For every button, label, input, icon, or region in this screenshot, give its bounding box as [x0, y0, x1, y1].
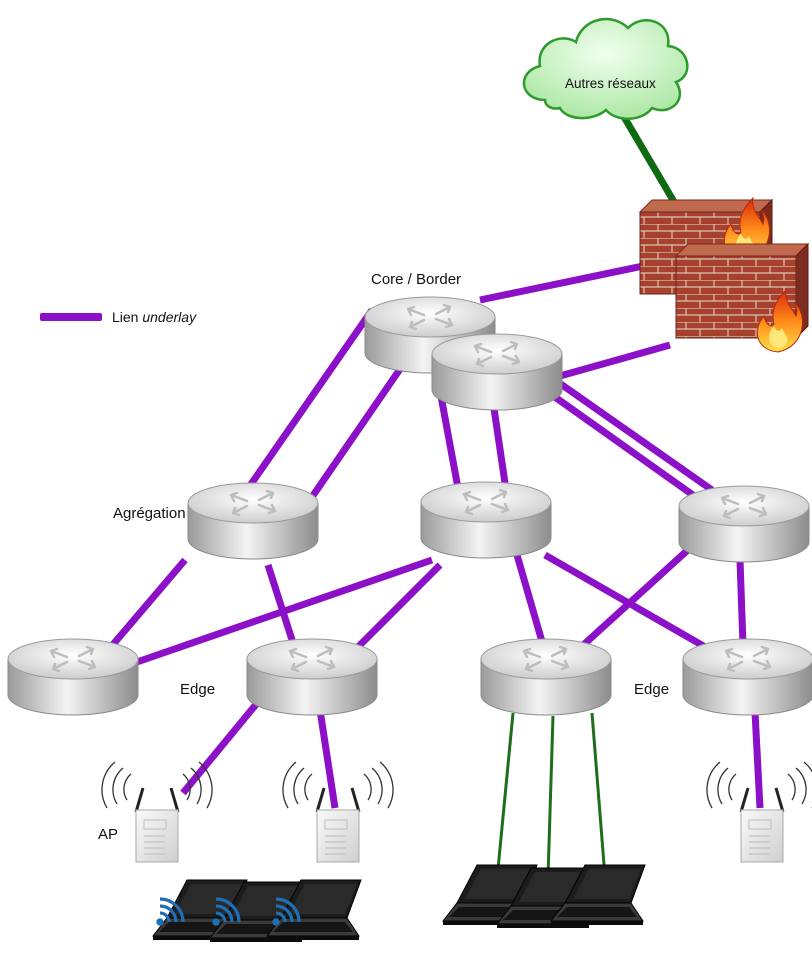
core-border-label: Core / Border: [371, 271, 462, 288]
underlay-link: [552, 377, 715, 493]
ap-label: AP: [98, 826, 119, 843]
access-point-2: [281, 760, 395, 864]
wired-link: [546, 715, 555, 878]
external-links-layer: [616, 108, 684, 214]
firewall-icon: [674, 242, 810, 353]
underlay-link: [751, 711, 764, 809]
edge-label-left: Edge: [180, 681, 216, 698]
underlay-link: [107, 557, 188, 651]
wired-link: [590, 712, 607, 878]
router-aggregation-right: [677, 484, 811, 564]
underlay-link: [135, 556, 434, 666]
wired-link: [494, 712, 515, 891]
aggregation-label: Agrégation: [113, 505, 186, 522]
edge-label-right: Edge: [634, 681, 670, 698]
wired-links-layer: [494, 712, 607, 891]
underlay-link: [180, 699, 261, 796]
underlay-link: [264, 563, 297, 645]
underlay-link: [244, 308, 375, 492]
legend-prefix: Lien: [112, 309, 143, 325]
router-edge-4: [681, 637, 812, 717]
router-aggregation-left: [186, 481, 320, 561]
underlay-link: [542, 387, 703, 503]
legend-underlay-label: Lien underlay: [112, 309, 196, 325]
underlay-link: [354, 562, 443, 651]
nodes-layer: [6, 17, 812, 943]
underlay-link: [513, 554, 547, 646]
underlay-link: [736, 559, 747, 646]
router-edge-1: [6, 637, 140, 717]
router-edge-2: [245, 637, 379, 717]
underlay-link: [479, 261, 649, 304]
router-edge-3: [479, 637, 613, 717]
router-aggregation-center: [419, 480, 553, 560]
router-core-2: [430, 332, 564, 412]
cloud-label: Autres réseaux: [565, 76, 656, 91]
legend-emphasis: underlay: [142, 309, 197, 325]
legend-underlay-swatch: [40, 313, 102, 321]
underlay-link: [316, 709, 339, 809]
cloud-firewall-link: [616, 108, 684, 214]
underlay-link: [559, 341, 671, 380]
legend: Lien underlay: [40, 309, 196, 325]
underlay-link: [577, 545, 693, 651]
cloud-icon: [522, 17, 689, 120]
